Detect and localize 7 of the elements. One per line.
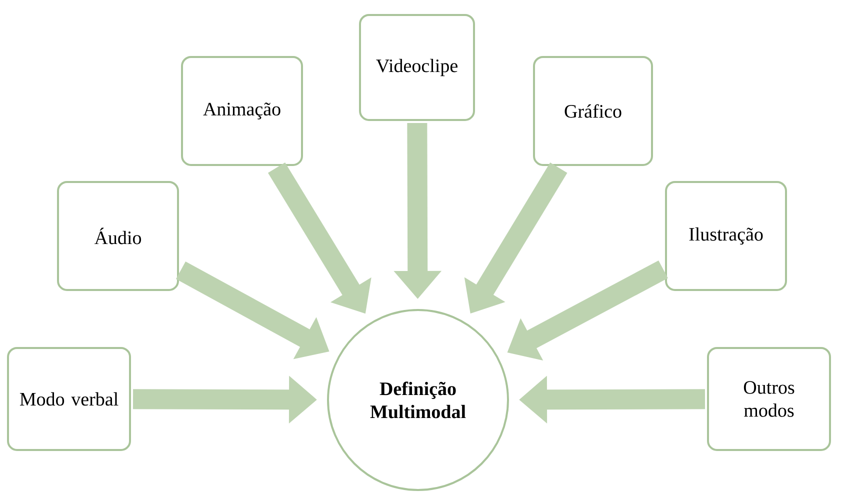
text-box: Outros modos	[707, 346, 831, 451]
text-box: Ilustração	[665, 181, 787, 291]
text-box: Modo verbal	[7, 346, 131, 451]
text-box: Animação	[181, 56, 303, 166]
text-box: Videoclipe	[359, 14, 475, 121]
text-box: Áudio	[57, 181, 179, 291]
text-box: Gráfico	[533, 56, 653, 166]
